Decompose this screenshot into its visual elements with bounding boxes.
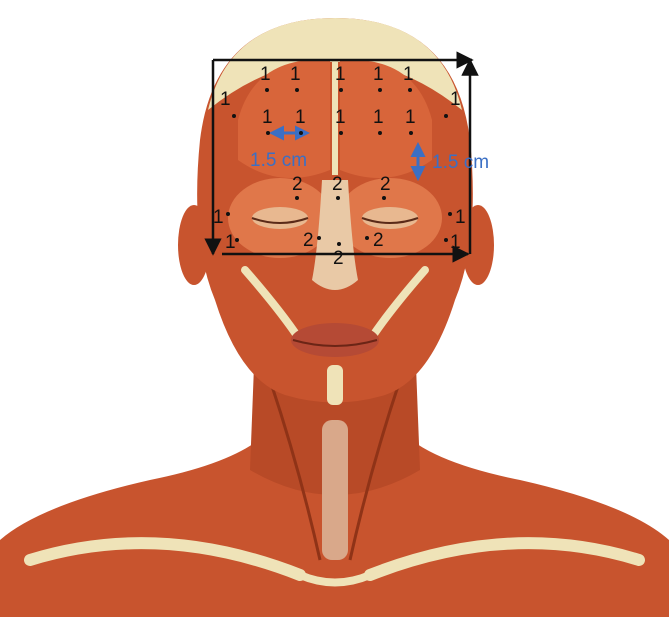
injection-point-dot bbox=[378, 131, 382, 135]
injection-point-dot bbox=[337, 242, 341, 246]
injection-point-label: 1 bbox=[225, 232, 236, 253]
injection-point-dot bbox=[226, 212, 230, 216]
injection-point-dot bbox=[339, 88, 343, 92]
injection-point-label: 1 bbox=[335, 64, 346, 85]
injection-point-dot bbox=[378, 88, 382, 92]
injection-point-dot bbox=[265, 88, 269, 92]
injection-point-dot bbox=[444, 114, 448, 118]
injection-point-label: 2 bbox=[303, 230, 314, 251]
injection-point-label: 1 bbox=[260, 64, 271, 85]
injection-point-label: 1 bbox=[220, 89, 231, 110]
injection-point-label: 2 bbox=[380, 174, 391, 195]
injection-point-label: 1 bbox=[455, 207, 466, 228]
injection-point-dot bbox=[408, 88, 412, 92]
injection-point-dot bbox=[232, 114, 236, 118]
injection-point-label: 2 bbox=[333, 248, 344, 269]
injection-point-dot bbox=[336, 196, 340, 200]
injection-point-dot bbox=[317, 236, 321, 240]
injection-point-dot bbox=[444, 238, 448, 242]
injection-point-label: 1 bbox=[450, 232, 461, 253]
injection-point-dot bbox=[409, 131, 413, 135]
injection-point-dot bbox=[266, 131, 270, 135]
injection-point-dot bbox=[295, 196, 299, 200]
injection-point-label: 2 bbox=[332, 174, 343, 195]
injection-point-dot bbox=[295, 88, 299, 92]
horizontal-spacing-label: 1.5 cm bbox=[250, 150, 307, 171]
injection-point-dot bbox=[448, 212, 452, 216]
injection-point-label: 1 bbox=[335, 107, 346, 128]
injection-point-dot bbox=[299, 131, 303, 135]
injection-point-label: 1 bbox=[405, 107, 416, 128]
injection-point-dot bbox=[235, 238, 239, 242]
injection-point-label: 2 bbox=[373, 230, 384, 251]
injection-point-dot bbox=[339, 131, 343, 135]
injection-point-label: 1 bbox=[262, 107, 273, 128]
injection-point-dot bbox=[382, 196, 386, 200]
injection-point-label: 1 bbox=[450, 89, 461, 110]
injection-point-dot bbox=[365, 236, 369, 240]
injection-point-label: 1 bbox=[373, 107, 384, 128]
injection-point-label: 1 bbox=[213, 207, 224, 228]
injection-point-label: 2 bbox=[292, 174, 303, 195]
injection-point-label: 1 bbox=[290, 64, 301, 85]
vertical-spacing-label: 1.5 cm bbox=[432, 152, 489, 173]
injection-point-label: 1 bbox=[373, 64, 384, 85]
mouth bbox=[291, 323, 379, 357]
injection-point-label: 1 bbox=[295, 107, 306, 128]
injection-point-label: 1 bbox=[403, 64, 414, 85]
